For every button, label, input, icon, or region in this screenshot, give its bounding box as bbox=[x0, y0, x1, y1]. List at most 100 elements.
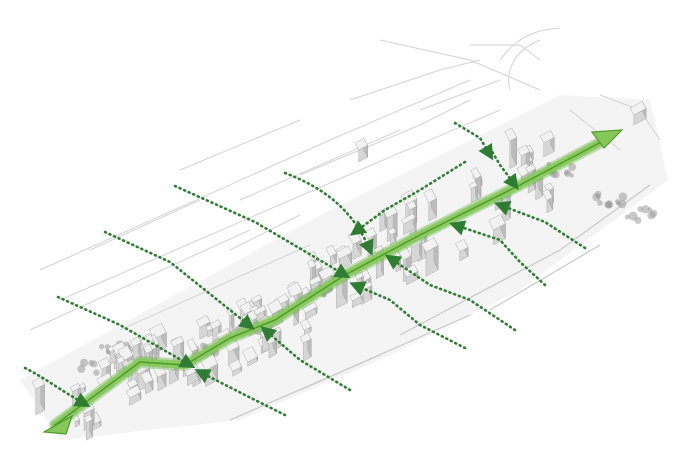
tree bbox=[77, 365, 86, 373]
connector-arrows bbox=[23, 121, 587, 417]
tree bbox=[568, 163, 577, 171]
corridor-arrow-head-northeast bbox=[590, 129, 624, 149]
building-roof bbox=[455, 238, 469, 252]
building bbox=[241, 346, 258, 367]
building-roof bbox=[126, 378, 138, 389]
building-roof bbox=[69, 383, 81, 392]
building bbox=[83, 414, 93, 441]
building bbox=[423, 188, 437, 222]
tree bbox=[597, 200, 603, 206]
connector-arrow bbox=[488, 146, 519, 190]
building bbox=[629, 101, 647, 126]
building-roof bbox=[97, 357, 111, 370]
connector-arrow bbox=[349, 160, 467, 236]
building-roof bbox=[216, 328, 231, 340]
building bbox=[140, 370, 154, 395]
building-roof bbox=[308, 275, 322, 286]
building bbox=[408, 237, 422, 264]
building bbox=[504, 127, 517, 170]
tree bbox=[647, 207, 652, 212]
connector-arrow bbox=[449, 220, 547, 287]
building-roof bbox=[186, 338, 198, 352]
building bbox=[302, 301, 318, 321]
building-roof bbox=[373, 245, 384, 254]
building-roof bbox=[286, 282, 303, 298]
tree bbox=[615, 199, 621, 205]
building-roof bbox=[267, 299, 284, 315]
building-roof bbox=[423, 188, 437, 203]
tree bbox=[564, 170, 570, 176]
building-roof bbox=[629, 101, 647, 116]
tree bbox=[99, 343, 105, 350]
connector-arrow bbox=[453, 121, 494, 161]
tree bbox=[618, 192, 628, 202]
building-roof bbox=[241, 346, 258, 363]
tree bbox=[79, 358, 89, 367]
building-roof bbox=[125, 385, 142, 399]
building-roof bbox=[401, 213, 416, 225]
building-roof bbox=[354, 271, 364, 280]
building-roof bbox=[195, 314, 211, 328]
tree bbox=[199, 342, 207, 349]
building-roof bbox=[31, 377, 45, 390]
building-roof bbox=[421, 237, 439, 253]
tree bbox=[569, 173, 574, 178]
building bbox=[539, 130, 555, 158]
connector-arrow bbox=[384, 254, 517, 332]
building-roof bbox=[299, 318, 312, 331]
building-roof bbox=[470, 167, 482, 180]
building-roof bbox=[504, 127, 517, 142]
tree bbox=[624, 214, 630, 220]
connector-arrow bbox=[283, 171, 374, 256]
building-roof bbox=[299, 332, 312, 344]
connector-arrow bbox=[23, 366, 91, 408]
connector-arrow bbox=[194, 369, 287, 417]
building bbox=[488, 214, 506, 246]
building bbox=[31, 377, 45, 416]
tree bbox=[634, 216, 642, 224]
tree bbox=[90, 360, 98, 368]
building bbox=[130, 336, 142, 363]
building bbox=[388, 227, 397, 246]
tree bbox=[647, 211, 656, 220]
corridor-centerline bbox=[54, 139, 606, 426]
building-roof bbox=[364, 227, 377, 239]
building-roof bbox=[116, 355, 125, 364]
tree bbox=[93, 369, 100, 376]
connector-arrow bbox=[494, 201, 587, 250]
building-roof bbox=[525, 163, 536, 173]
building-roof bbox=[142, 343, 153, 354]
building-roof bbox=[83, 414, 93, 424]
building-roof bbox=[354, 138, 368, 151]
connector-arrow bbox=[103, 230, 255, 330]
building-roof bbox=[468, 181, 478, 190]
building-roof bbox=[306, 259, 317, 269]
building-roof bbox=[170, 335, 185, 348]
connector-arrow bbox=[260, 325, 352, 392]
building-roof bbox=[335, 245, 352, 260]
building-roof bbox=[209, 319, 222, 330]
building-roof bbox=[251, 294, 262, 304]
building-roof bbox=[539, 130, 555, 144]
building-roof bbox=[382, 204, 398, 219]
building bbox=[299, 318, 312, 336]
building-roof bbox=[544, 182, 554, 192]
building bbox=[468, 181, 478, 203]
building-roof bbox=[130, 336, 142, 347]
building-roof bbox=[406, 200, 417, 211]
building bbox=[354, 138, 368, 163]
building-roof bbox=[517, 144, 530, 157]
building bbox=[421, 237, 439, 277]
green-corridor bbox=[42, 129, 624, 435]
building bbox=[455, 238, 469, 262]
building-blocks bbox=[31, 101, 647, 441]
tree bbox=[641, 205, 650, 214]
building-roof bbox=[228, 359, 243, 372]
tree bbox=[595, 194, 601, 200]
connector-arrow bbox=[56, 295, 196, 369]
tree bbox=[605, 201, 613, 209]
building-roof bbox=[200, 353, 218, 371]
corridor-arrow-head-southwest bbox=[42, 414, 74, 435]
